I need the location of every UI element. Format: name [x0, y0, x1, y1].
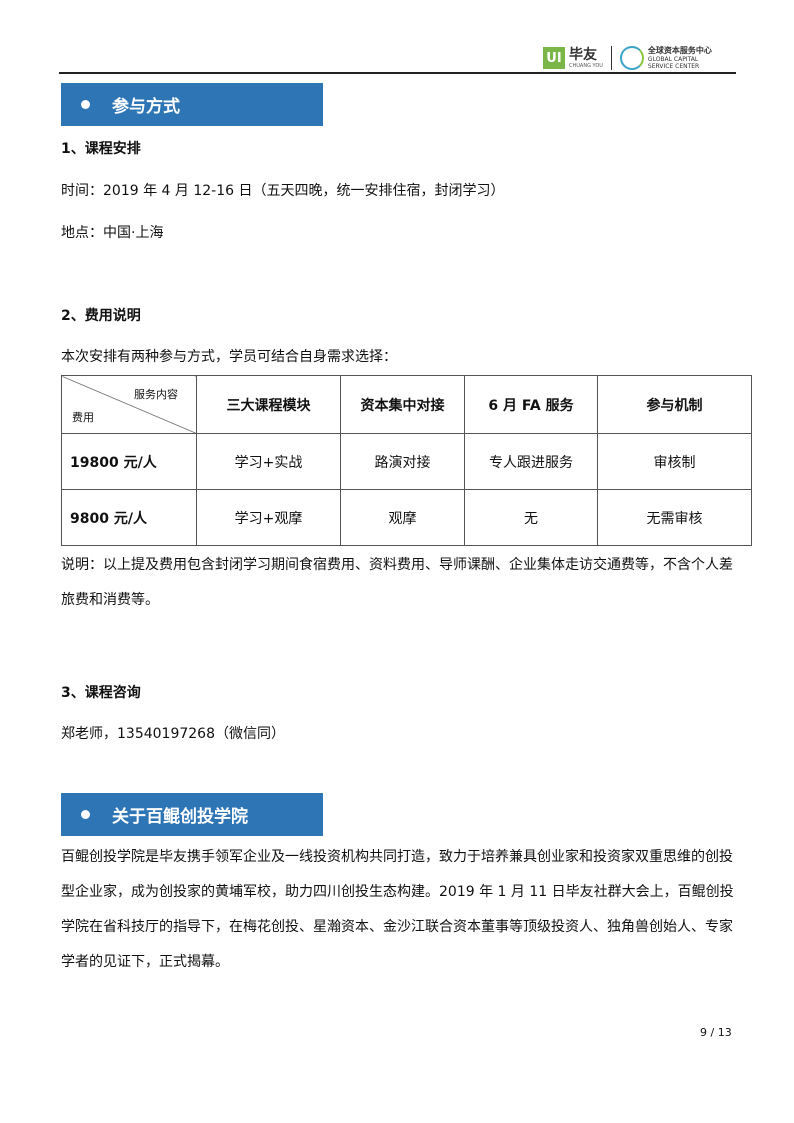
logo2-text: 全球资本服务中心 GLOBAL CAPITAL SERVICE CENTER: [648, 46, 712, 70]
table-row: 19800 元/人 学习+实战 路演对接 专人跟进服务 审核制: [61, 433, 752, 490]
table-cell: 学习+实战: [196, 433, 341, 490]
table-cell: 路演对接: [340, 433, 465, 490]
column-header: 参与机制: [597, 375, 752, 434]
logo1-text-group: 毕友 CHUANG YOU: [569, 46, 603, 69]
section-banner-academy: 关于百鲲创投学院: [61, 793, 323, 836]
time-text: 时间：2019 年 4 月 12-16 日（五天四晚，统一安排住宿，封闭学习）: [61, 183, 505, 199]
corner-cell: 服务内容费用: [61, 375, 197, 434]
bullet-icon: [81, 100, 90, 109]
corner-top: 服务内容: [134, 388, 178, 401]
column-header: 资本集中对接: [340, 375, 465, 434]
global-capital-icon: [619, 46, 644, 70]
logo2-sub2: SERVICE CENTER: [647, 63, 700, 70]
header-rule: [59, 72, 736, 74]
logo-divider: [610, 46, 612, 70]
fees-note: 说明：以上提及费用包含封闭学习期间食宿费用、资料费用、导师课酬、企业集体走访交通…: [61, 557, 733, 608]
academy-paragraph: 百鲲创投学院是毕友携手领军企业及一线投资机构共同打造，致力于培养兼具创业家和投资…: [61, 849, 734, 970]
fees-intro: 本次安排有两种参与方式，学员可结合自身需求选择：: [61, 349, 397, 365]
heading-consult: 3、课程咨询: [61, 685, 141, 701]
fees-table: 服务内容费用 三大课程模块 资本集中对接 6 月 FA 服务 参与机制 1980…: [61, 375, 752, 546]
page-number: 9 / 13: [700, 1026, 732, 1039]
table-row: 9800 元/人 学习+观摩 观摩 无 无需审核: [61, 489, 752, 546]
price-cell: 19800 元/人: [61, 433, 197, 490]
table-cell: 无: [464, 489, 598, 546]
logo1-sub: CHUANG YOU: [569, 62, 603, 69]
place-text: 地点：中国·上海: [61, 225, 164, 241]
table-cell: 无需审核: [597, 489, 752, 546]
section-title: 参与方式: [112, 97, 180, 117]
column-header: 6 月 FA 服务: [464, 375, 598, 434]
price-cell: 9800 元/人: [61, 489, 197, 546]
logo1-text: 毕友: [569, 46, 597, 63]
logo2-sub1: GLOBAL CAPITAL: [647, 56, 699, 63]
section-title: 关于百鲲创投学院: [112, 807, 248, 827]
logo2-title: 全球资本服务中心: [647, 46, 712, 55]
table-cell: 观摩: [340, 489, 465, 546]
table-cell: 专人跟进服务: [464, 433, 598, 490]
corner-bottom: 费用: [72, 411, 94, 424]
table-cell: 学习+观摩: [196, 489, 341, 546]
column-header: 三大课程模块: [196, 375, 341, 434]
bullet-icon: [81, 810, 90, 819]
heading-fees: 2、费用说明: [61, 308, 141, 324]
heading-schedule: 1、课程安排: [61, 141, 141, 157]
ui-mark: UI: [543, 47, 565, 69]
biyou-logo: UI 毕友 CHUANG YOU 全球资本服务中心 GLOBAL CAPITAL…: [543, 46, 712, 70]
section-banner-participation: 参与方式: [61, 83, 323, 126]
contact-text: 郑老师，13540197268（微信同）: [61, 726, 285, 742]
table-cell: 审核制: [597, 433, 752, 490]
